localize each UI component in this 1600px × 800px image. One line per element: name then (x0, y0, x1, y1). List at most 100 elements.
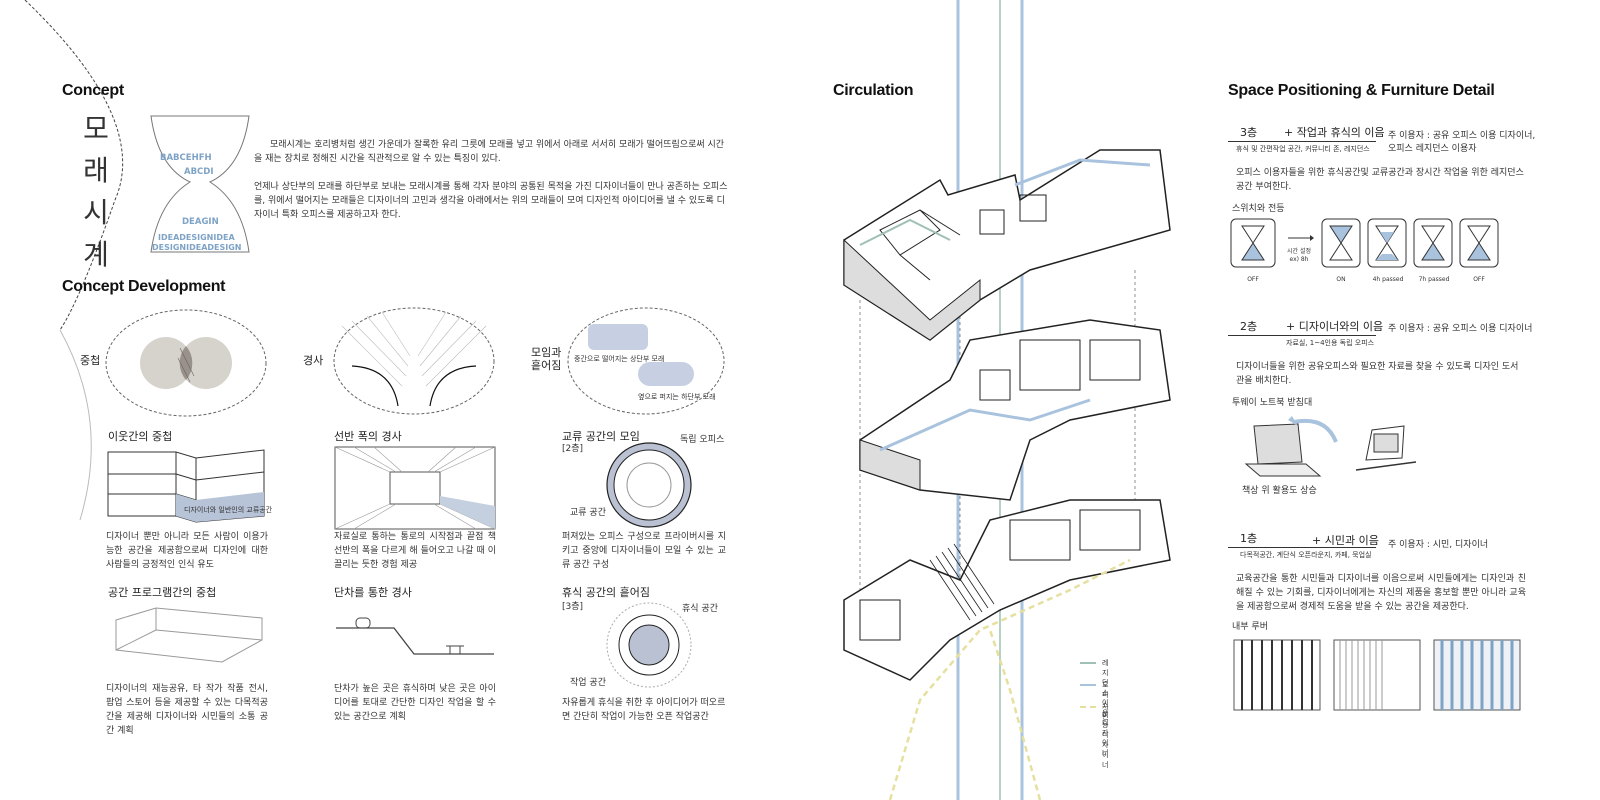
gather-oval-diagram (567, 307, 725, 415)
louver-half (1333, 639, 1421, 711)
exchange-floor-label: [2층] (562, 444, 584, 454)
rest-ring-diagram (606, 602, 692, 688)
floor-3-detail-title: 스위치와 전등 (1232, 204, 1285, 214)
hourglass-letters-row1: IDEADESIGNIDEA (158, 233, 235, 242)
concept-paragraph-1: 모래시계는 호리병처럼 생긴 가운데가 잘록한 유리 그릇에 모래를 넣고 위에… (254, 140, 725, 164)
legend-swatch-citizen (1080, 706, 1096, 708)
state-label: OFF (1247, 276, 1259, 283)
floor-2-detail-title: 투웨이 노트북 받침대 (1232, 398, 1313, 408)
program-overlap-title: 공간 프로그램간의 중첩 (108, 586, 217, 599)
floor-3-plan (843, 149, 1171, 341)
switch-light-diagram (1230, 218, 1499, 268)
floor-2-desc: 디자이너들을 위한 공유오피스와 필요한 자료를 찾을 수 있도록 디자인 도서… (1236, 362, 1519, 386)
floor-1-plan (843, 499, 1171, 800)
laptop-stand-caption: 책상 위 활용도 상승 (1242, 486, 1317, 496)
floor-1-label: 1층 (1240, 532, 1258, 545)
floor-3-users: 주 이용자 : 공유 오피스 이용 디자이너, 오피스 레지던스 이용자 (1388, 131, 1536, 154)
exchange-gather-title: 교류 공간의 모임 (562, 430, 640, 443)
ring2-inner-label: 작업 공간 (570, 678, 606, 688)
floor-1-detail-title: 내부 루버 (1232, 622, 1268, 632)
concept-paragraph-2: 언제나 상단부의 모래를 하단부로 보내는 모래시계를 통해 각자 분야의 공통… (254, 182, 728, 220)
shelf-slope-diagram (334, 446, 496, 530)
ring-outer-label: 독립 오피스 (680, 435, 725, 445)
floor-3-label: 3층 (1240, 126, 1258, 139)
step-slope-diagram (336, 617, 494, 655)
floor-1-title: + 시민과 이음 (1312, 534, 1379, 547)
laptop-stand-diagram (1244, 416, 1417, 477)
rest-scatter-title: 휴식 공간의 흩어짐 (562, 586, 650, 599)
hourglass-letters-top: BABCEHFH (160, 153, 212, 163)
floor-1-sub: 다목적공간, 계단식 오픈라운지, 카페, 묵업실 (1240, 551, 1372, 559)
state-label: ON (1336, 276, 1346, 283)
louver-open (1433, 639, 1521, 711)
hourglass-letters-row2: DESIGNIDEADESIGN (152, 243, 241, 252)
concept-development-heading: Concept Development (62, 278, 226, 295)
floor-1-desc: 교육공간을 통한 시민들과 디자이너를 이음으로써 시민들에게는 디자인과 친해… (1236, 574, 1526, 612)
space-heading: Space Positioning & Furniture Detail (1228, 82, 1495, 99)
vertical-title: 모 래 시 계 (76, 108, 116, 276)
floor-2-sub: 자료실, 1~4인용 독립 오피스 (1286, 339, 1375, 347)
floor-2-label: 2층 (1240, 320, 1258, 333)
floor-2-title: + 디자이너와의 이음 (1286, 320, 1384, 333)
step-slope-title: 단차를 통한 경사 (334, 586, 412, 599)
legend-label: 오피스 이용 디자이너 (1102, 681, 1109, 769)
floor-3-rule (1228, 141, 1376, 142)
shelf-slope-desc: 자료실로 통하는 통로의 시작점과 끝점 책 선반의 폭을 다르게 해 들어오고… (334, 532, 496, 570)
vertical-title-char: 계 (83, 238, 109, 271)
floor-2-rule (1228, 335, 1376, 336)
program-overlap-desc: 디자이너의 재능공유, 타 작가 작품 전시, 팝업 스토어 등을 제공할 수 … (106, 684, 268, 736)
hourglass-letters-mid: ABCDI (184, 167, 214, 177)
gather-label: 모임과 흩어짐 (531, 346, 562, 372)
louver-closed (1233, 639, 1321, 711)
state-label: OFF (1473, 276, 1485, 283)
floor-3-title: + 작업과 휴식의 이음 (1284, 126, 1385, 139)
floor-2-plan (859, 319, 1171, 501)
slope-oval-diagram (333, 307, 495, 415)
legend-label: 레지던스 이용 디자이너 (1102, 659, 1109, 757)
circulation-axonometric-diagram (843, 0, 1171, 800)
hourglass-letters-low: DEAGIN (182, 217, 219, 227)
program-overlap-diagram (115, 607, 263, 663)
floor-3-desc: 오피스 이용자들을 위한 휴식공간및 교류공간과 장시간 작업을 위한 레지던스… (1236, 168, 1524, 192)
hourglass-off-2 (1459, 218, 1499, 268)
vertical-title-char: 시 (83, 196, 109, 229)
interior-louver-diagram (1233, 639, 1521, 711)
ring2-outer-label: 휴식 공간 (682, 604, 718, 614)
vertical-title-char: 래 (83, 154, 109, 187)
floor-1-rule (1228, 547, 1376, 548)
shelf-slope-title: 선반 폭의 경사 (334, 430, 402, 443)
dashed-arc-decoration (24, 0, 123, 521)
legend-label: 시민 (1102, 703, 1109, 721)
floor-1-users: 주 이용자 : 시민, 디자이너 (1388, 540, 1489, 550)
legend-swatch-residence (1080, 662, 1096, 664)
circulation-heading: Circulation (833, 82, 914, 99)
state-label: 7h passed (1418, 276, 1450, 283)
neighbor-overlap-title: 이웃간의 중첩 (108, 430, 173, 443)
floor-2-users: 주 이용자 : 공유 오피스 이용 디자이너 (1388, 324, 1533, 334)
neighbor-overlap-diagram (107, 449, 265, 523)
floor-3-sub: 휴식 및 간편작업 공간, 커뮤니티 존, 레지던스 (1236, 145, 1370, 153)
hourglass-7h (1413, 218, 1453, 268)
hourglass-concept-graphic: BABCEHFH ABCDI DEAGIN IDEADESIGNIDEA DES… (150, 115, 250, 253)
rest-floor-label: [3층] (562, 602, 584, 612)
gather-top-caption: 중간으로 떨어지는 상단부 모래 (574, 355, 665, 363)
state-label: 4h passed (1372, 276, 1404, 283)
exchange-gather-desc: 퍼져있는 오피스 구성으로 프라이버시를 지키고 중앙에 디자이너들이 모일 수… (562, 532, 726, 570)
gather-bottom-caption: 옆으로 퍼지는 하단부 모래 (638, 393, 716, 401)
slope-label: 경사 (303, 354, 324, 367)
vertical-title-char: 모 (83, 112, 109, 145)
step-slope-desc: 단차가 높은 곳은 휴식하며 낮은 곳은 아이디어를 토대로 간단한 디자인 작… (334, 684, 496, 722)
exchange-space-label: 디자이너와 일반인의 교류공간 (184, 506, 273, 514)
overlap-label: 중첩 (80, 354, 101, 367)
exchange-ring-diagram (606, 442, 692, 528)
ring-inner-label: 교류 공간 (570, 508, 606, 518)
neighbor-overlap-desc: 디자이너 뿐만 아니라 모든 사람이 이용가능한 공간을 제공함으로써 디자인에… (106, 532, 268, 570)
concept-heading: Concept (62, 82, 124, 99)
hourglass-off-1 (1230, 218, 1276, 268)
overlap-oval-diagram (105, 309, 267, 417)
hourglass-4h (1367, 218, 1407, 268)
rest-scatter-desc: 자유롭게 휴식을 취한 후 아이디어가 떠오르면 간단히 작업이 가능한 오픈 … (562, 698, 726, 722)
legend-swatch-office (1080, 684, 1096, 686)
hourglass-on (1321, 218, 1361, 268)
timer-setting-label: 시간 설정 ex) 8h (1287, 248, 1311, 263)
